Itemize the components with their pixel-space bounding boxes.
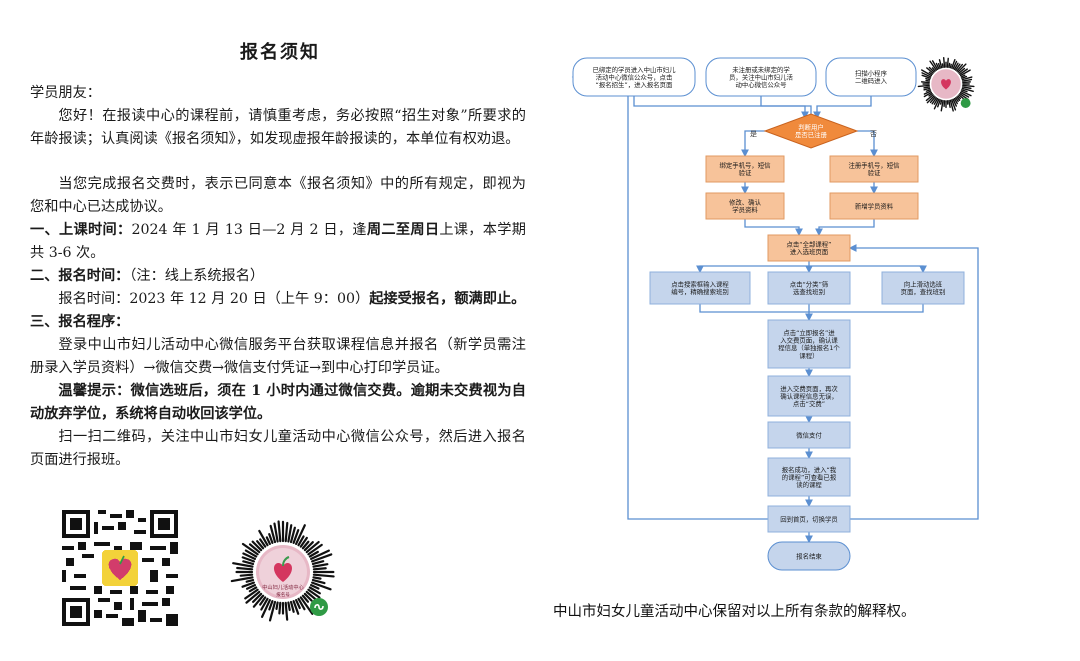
flowchart-mini-program-code [917,55,975,113]
greeting: 学员朋友： [30,85,101,101]
flow-node-all-courses: 点击“全部课程”进入选班页面 [767,234,851,262]
flow-node-text: 程信息（单独报名1个 [778,343,840,352]
flow-connector [744,219,803,237]
flow-node-text: 修改、确认 [729,198,762,207]
enroll-time-date: 报名时间：2023 年 12 月 20 日（上午 9：00） [58,291,370,307]
flow-node-text: 点击“立即报名”进 [783,328,835,337]
flow-connector [633,96,809,120]
class-time-dates: 2024 年 1 月 13 日—2 月 2 日，逢 [131,222,367,238]
flow-node-text: “报名招生”，进入报名页面 [596,80,674,89]
scan-instruction: 扫一扫二维码，关注中山市妇女儿童活动中心微信公众号，然后进入报名页面进行报班。 [30,429,526,468]
flow-node-text: 未注册或未绑定的学 [732,65,790,74]
class-time-rest: 上课，本学期共 3-6 次。 [30,222,526,261]
flow-node-text: 的课程”可查看已报 [782,472,837,481]
flow-node-text: 课程） [799,351,818,360]
flow-node-text: 点击搜索框输入课程 [671,280,729,289]
flow-node-text: 微信支付 [796,430,822,439]
flow-node-text: 验证 [739,168,752,177]
flow-node-home: 回到首页，切换学员 [767,505,851,533]
flow-node-text: 进入交费页面，再次 [780,384,838,393]
flow-node-text: 验证 [868,168,881,177]
flow-connector [857,130,878,158]
footer-disclaimer: 中山市妇女儿童活动中心保留对以上所有条款的解释权。 [553,604,916,620]
flow-node-text: 点击“全部课程” [787,240,832,249]
enroll-time-note: （注：线上系统报名） [129,268,265,284]
flow-connector [815,219,875,237]
flow-connector [809,265,927,274]
flow-connector [696,261,810,274]
mini-program-code: 中山妇儿活动中心 报名号 [230,519,336,625]
flow-node-text: 点击“交费” [793,399,825,408]
flow-node-text: 判断用户 [798,123,824,132]
flow-node-text: 已绑定的学员进入中山市妇儿 [592,65,676,74]
enroll-time-limit: 起接受报名，额满即止。 [369,291,526,307]
flow-node-text: 扫描小程序 [855,69,888,78]
flow-node-text: 读的课程 [796,480,822,489]
flow-node-text: 报名成功，进入“我 [782,465,837,474]
decision-label-yes: 是 [750,130,757,138]
section-class-time-heading: 一、上课时间： [30,222,132,238]
flow-connector [760,96,812,114]
flow-connector [848,244,979,520]
wechat-qr-code [62,510,178,626]
section-enroll-time: 二、报名时间：（注：线上系统报名） [30,265,526,288]
flow-node-text: 向上滑动选班 [904,280,943,289]
flow-node-text: 注册手机号，短信 [848,161,900,170]
section-class-time: 一、上课时间：2024 年 1 月 13 日—2 月 2 日，逢周二至周日上课，… [30,219,526,264]
paragraph-agreement: 当您完成报名交费时，表示已同意本《报名须知》中的所有规定，即视为您和中心已达成协… [30,176,526,215]
flow-node-text: 页面，查找班别 [901,287,946,296]
flow-connector [809,304,924,313]
flow-node-text: 入交费页面，确认课 [780,336,838,345]
flow-node-text: 选查找班别 [793,287,825,296]
flow-node-text: 点击“分类”筛 [790,280,829,289]
flow-node-text: 动中心微信公众号 [735,80,786,89]
warm-tip: 温馨提示：微信选班后，须在 1 小时内通过微信交费。逾期未交费视为自动放弃学位，… [30,383,526,422]
section-procedure-heading: 三、报名程序： [30,311,526,334]
flow-node-text: 学员资料 [732,205,758,214]
flow-node-text: 新增学员资料 [855,201,894,210]
flow-node-text: 绑定手机号，短信 [719,161,771,170]
document-title: 报名须知 [240,42,320,63]
class-days: 周二至周日 [366,222,440,238]
registration-flowchart: 已绑定的学员进入中山市妇儿活动中心微信公众号，点击“报名招生”，进入报名页面未注… [571,57,979,571]
decision-label-no: 否 [870,130,877,138]
flow-node-text: 报名结束 [796,551,822,560]
flow-node-add-student: 新增学员资料 [829,192,919,220]
flow-node-text: 活动中心微信公众号，点击 [596,72,673,81]
qr-caption: 中山妇儿活动中心 [262,583,304,591]
flow-connector [813,96,872,120]
flow-connector [699,304,813,322]
flow-node-text: 回到首页，切换学员 [780,514,838,523]
enroll-time-detail: 报名时间：2023 年 12 月 20 日（上午 9：00）起接受报名，额满即止… [30,288,526,311]
flow-node-text: 是否已注册 [795,130,828,139]
flow-connector [741,130,765,158]
procedure-body: 登录中山市妇儿活动中心微信服务平台获取课程信息并报名（新学员需注册录入学员资料）… [30,337,526,376]
flow-node-text: 进入选班页面 [790,247,829,256]
flow-node-end: 报名结束 [767,541,851,571]
flow-node-text: 确认课程信息无误， [780,391,838,400]
section-enroll-time-heading: 二、报名时间： [30,268,130,284]
paragraph-intro: 您好！在报读中心的课程前，请慎重考虑，务必按照“招生对象”所要求的年龄报读；认真… [30,108,526,147]
flow-node-text: 员，关注中山市妇儿活 [729,72,794,81]
flow-node-text: 编号，精确搜索班别 [671,287,729,296]
qr-caption-2: 报名号 [276,591,290,598]
flow-node-text: 二维码进入 [855,76,888,85]
flow-node-wechat-pay: 微信支付 [767,421,851,449]
procedure-heading-text: 三、报名程序： [30,314,130,330]
